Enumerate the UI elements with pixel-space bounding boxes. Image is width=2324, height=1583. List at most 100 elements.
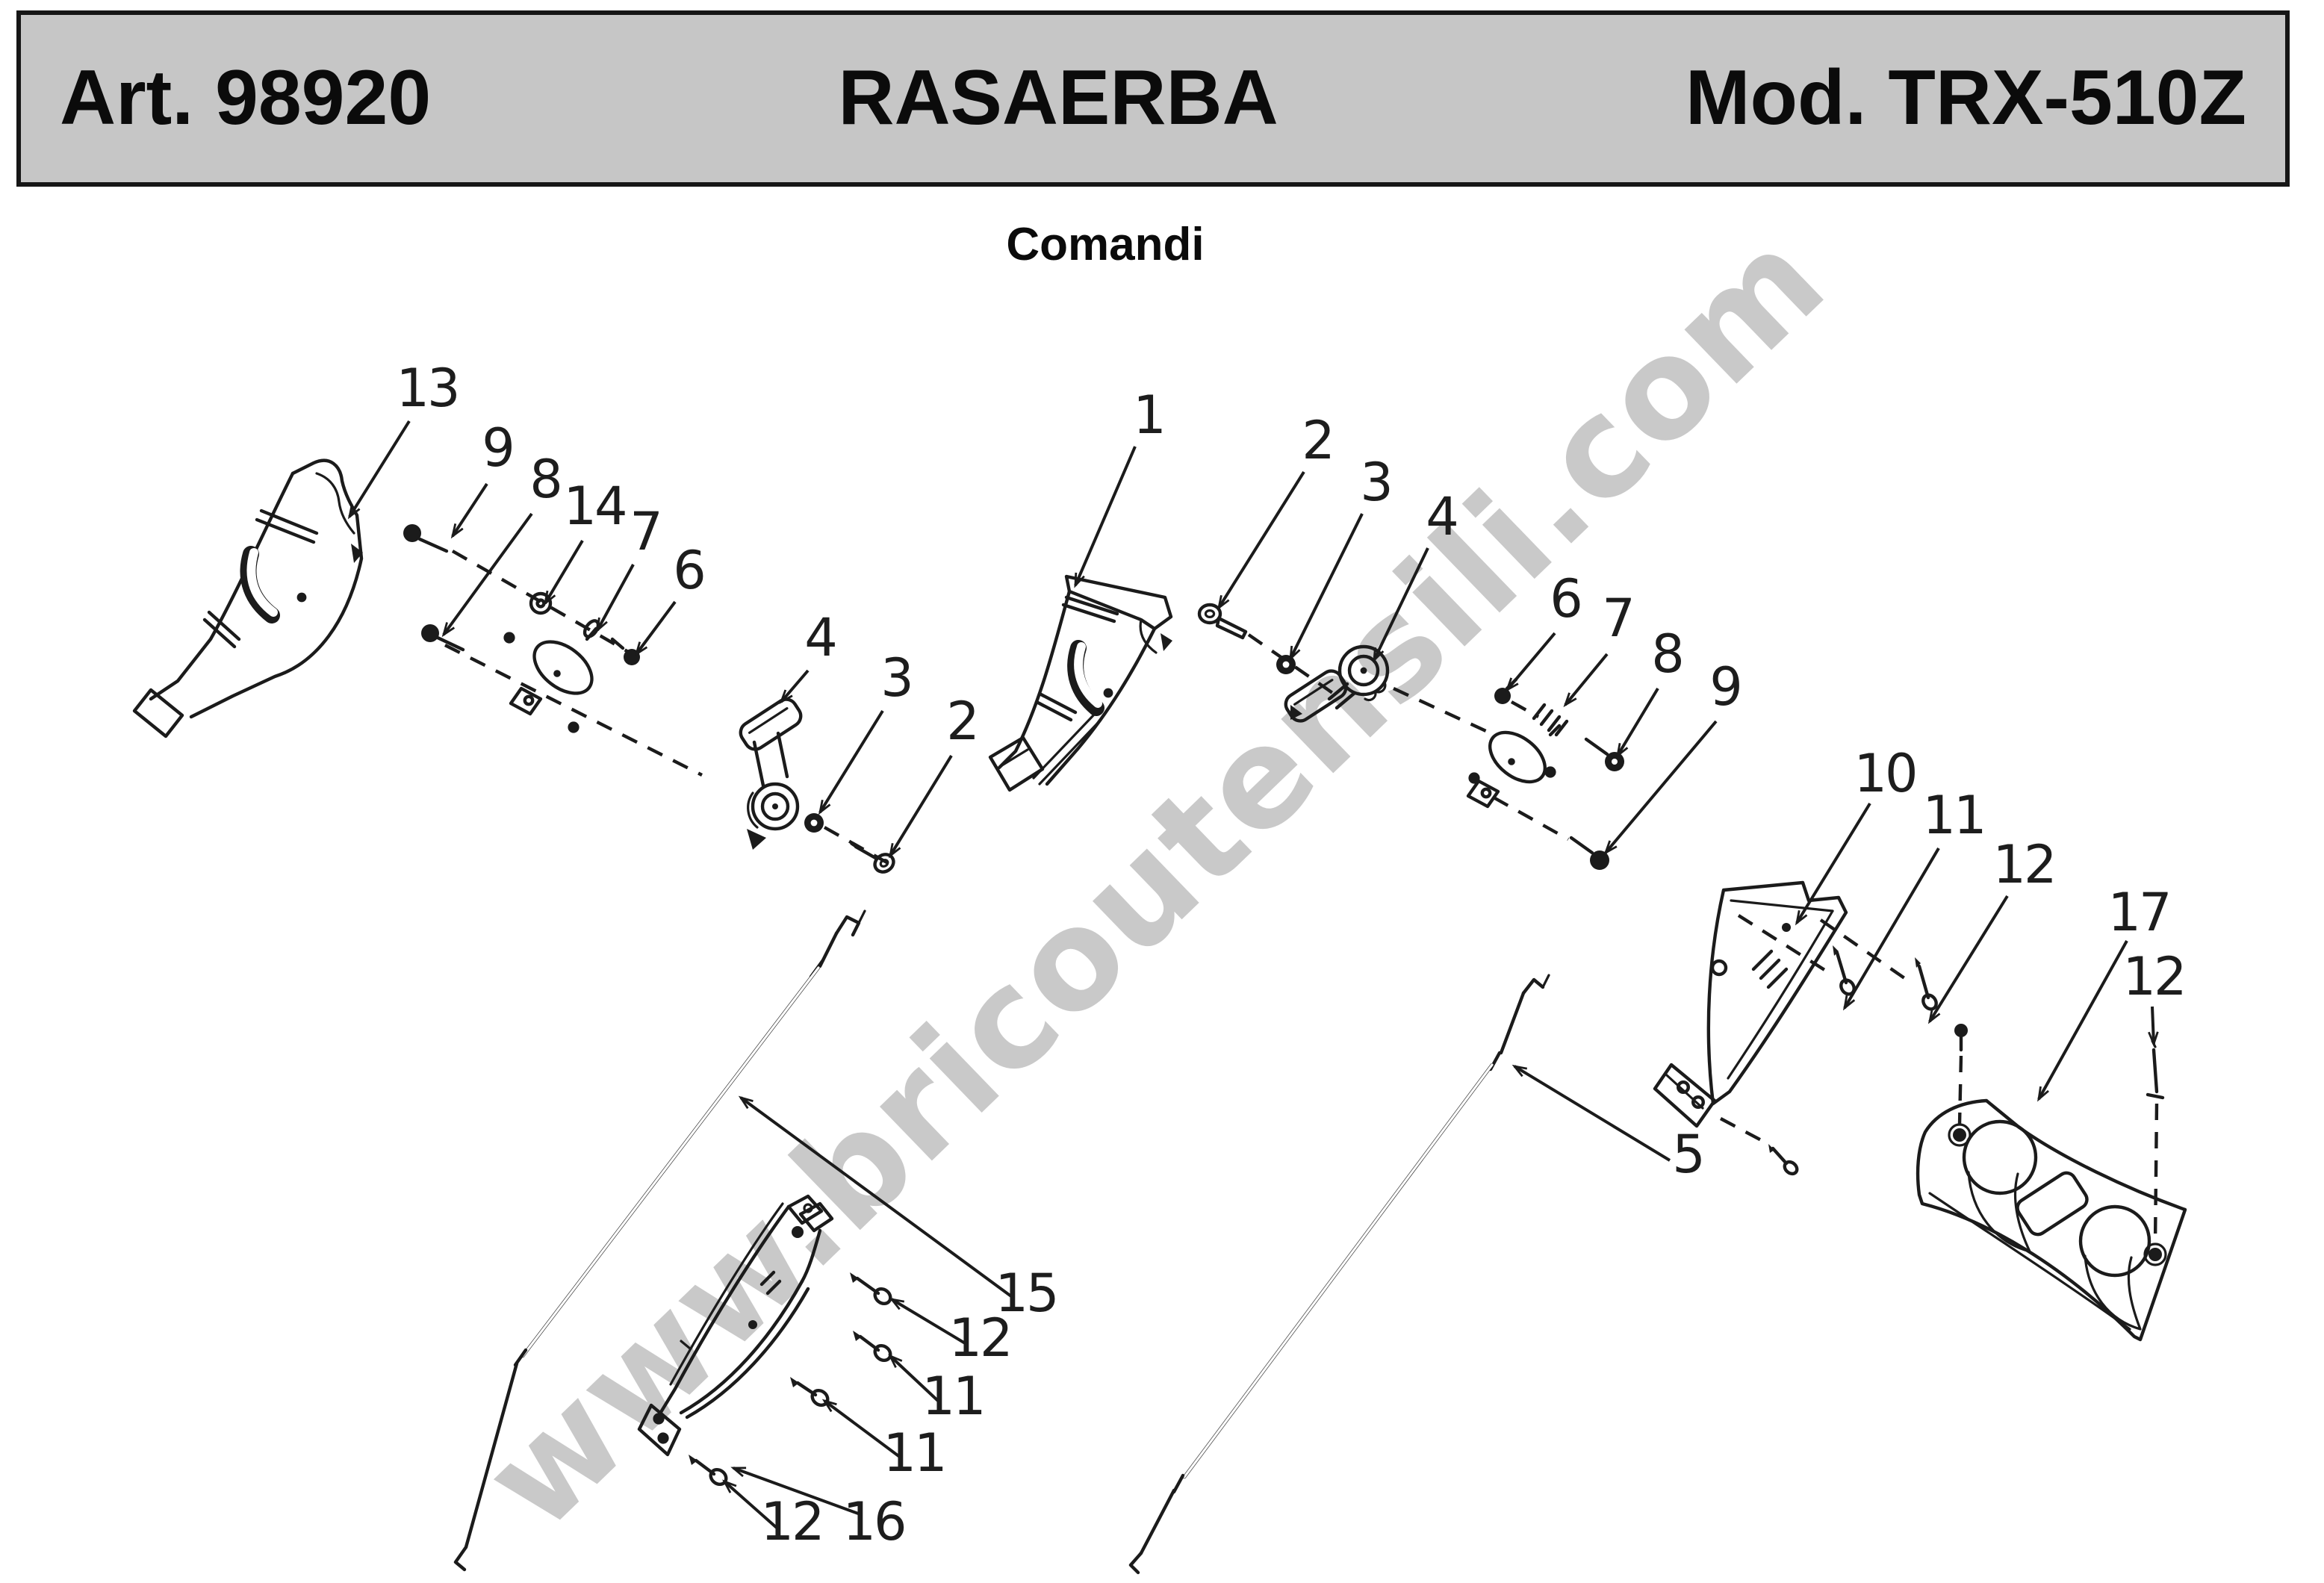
callout-3-left: 3	[880, 647, 912, 709]
callout-16: 16	[842, 1491, 904, 1552]
section-title: Comandi	[1006, 218, 1205, 270]
leader-11-right	[1842, 847, 1940, 1011]
callout-2-right: 2	[1302, 410, 1333, 471]
part-throttle-lever-left	[739, 697, 803, 850]
callout-9-right: 9	[1709, 656, 1741, 718]
callout-4-right: 4	[1426, 486, 1457, 547]
callout-6-left: 6	[673, 540, 704, 601]
leader-10	[1795, 802, 1871, 926]
leader-6-left	[634, 600, 677, 657]
leader-9-right	[1603, 720, 1718, 856]
leader-17	[2037, 940, 2128, 1102]
leader-11-bl-top	[888, 1354, 939, 1402]
screw-below-bracket	[1768, 1144, 1799, 1176]
leader-7-left	[596, 564, 635, 633]
callout-11-bl-top: 11	[922, 1366, 984, 1427]
screw-12-bl-top	[850, 1272, 892, 1306]
leader-1	[1074, 446, 1137, 588]
leader-3-left	[818, 709, 884, 815]
leader-5	[1511, 1064, 1671, 1162]
callout-9-left: 9	[482, 417, 513, 479]
callout-1: 1	[1133, 385, 1164, 446]
switch-recess	[2016, 1171, 2089, 1237]
leader-16	[730, 1467, 861, 1516]
leader-8-right	[1615, 687, 1659, 759]
callout-12-bl-top: 12	[948, 1307, 1010, 1369]
callout-2-left: 2	[946, 691, 978, 752]
callout-15: 15	[995, 1263, 1057, 1324]
cam-plate-left	[509, 626, 598, 716]
callout-5: 5	[1672, 1124, 1703, 1185]
screw-11-bl-top	[853, 1331, 892, 1363]
callout-12-right: 12	[1992, 834, 2054, 895]
leader-4-left	[779, 669, 810, 705]
screw-12-bl-bottom	[689, 1455, 728, 1487]
dial-recess-left	[1962, 1119, 2038, 1195]
leader-4-right	[1373, 547, 1429, 663]
leader-14	[543, 539, 584, 606]
part-handle-bracket-left	[132, 458, 364, 738]
leader-12-bl-bottom	[722, 1479, 778, 1529]
leader-12-bl-top	[889, 1297, 968, 1346]
dial-recess-right	[2078, 1204, 2151, 1278]
part-lower-bracket-right	[1653, 880, 1848, 1128]
article-number: Art. 98920	[60, 55, 432, 142]
screw-2-right	[1197, 603, 1248, 640]
leader-13	[347, 420, 411, 520]
leader-3-right	[1289, 513, 1364, 662]
fasteners-right-cluster	[1466, 677, 1624, 870]
nut-3-right	[1276, 655, 1296, 674]
screw-12-panel-right	[2146, 1039, 2165, 1245]
bolt-9-left	[403, 524, 421, 542]
callout-labels: 13 9 8 14 7 6 4 3 2 1 2 3 4 6 7 8 9 10 1…	[396, 358, 2187, 1552]
callout-7-right: 7	[1602, 588, 1633, 649]
model-number: Mod. TRX-510Z	[1685, 55, 2246, 142]
callout-13: 13	[396, 358, 458, 419]
screw-11-right	[1833, 945, 1856, 996]
title-bar: Art. 98920 RASAERBA Mod. TRX-510Z	[16, 10, 2290, 187]
callout-11-right: 11	[1922, 785, 1984, 846]
leader-12-right	[1927, 895, 2009, 1024]
fasteners-left-cluster	[403, 524, 898, 869]
leader-12-panel	[2148, 1006, 2159, 1047]
leader-2-left	[888, 754, 953, 859]
callout-4-left: 4	[804, 607, 836, 668]
part-console-panel	[1916, 1098, 2187, 1342]
callout-8-left: 8	[529, 449, 561, 510]
nut-3-left	[804, 813, 824, 833]
machine-title: RASAERBA	[838, 55, 1278, 142]
callout-6-right: 6	[1550, 568, 1581, 629]
part-throttle-lever-right	[1284, 644, 1390, 723]
leader-lines	[347, 420, 2159, 1529]
callout-12-panel: 12	[2122, 946, 2184, 1007]
callout-12-bl-bottom: 12	[760, 1491, 822, 1552]
leader-9-left	[450, 482, 488, 539]
callout-11-bl-bottom: 11	[883, 1422, 945, 1484]
screw-2-left	[850, 842, 895, 874]
leader-2-right	[1217, 470, 1305, 611]
cam-plate-right	[1466, 724, 1562, 809]
screw-12-panel-left	[1954, 1024, 1968, 1125]
spring-7	[1532, 703, 1569, 737]
callout-10: 10	[1854, 743, 1916, 804]
leader-7-right	[1563, 653, 1609, 708]
bolt-8-left	[421, 624, 439, 642]
callout-8-right: 8	[1651, 623, 1683, 685]
screw-11-bl-bottom	[790, 1377, 830, 1408]
screw-12-right	[1915, 957, 1938, 1011]
callout-14: 14	[563, 476, 625, 537]
callout-7-left: 7	[630, 501, 661, 562]
leader-15	[738, 1095, 1013, 1298]
part-handle-bracket-right	[988, 574, 1173, 792]
part-control-rod-5	[1128, 974, 1550, 1575]
callout-17: 17	[2107, 882, 2169, 943]
callout-3-right: 3	[1360, 452, 1391, 513]
bolt-9-right	[1569, 836, 1609, 870]
leader-6-right	[1505, 632, 1556, 693]
part-lower-bracket-left	[637, 1194, 834, 1457]
leader-11-bl-bottom	[821, 1399, 902, 1459]
part-control-rod-15	[453, 909, 866, 1572]
